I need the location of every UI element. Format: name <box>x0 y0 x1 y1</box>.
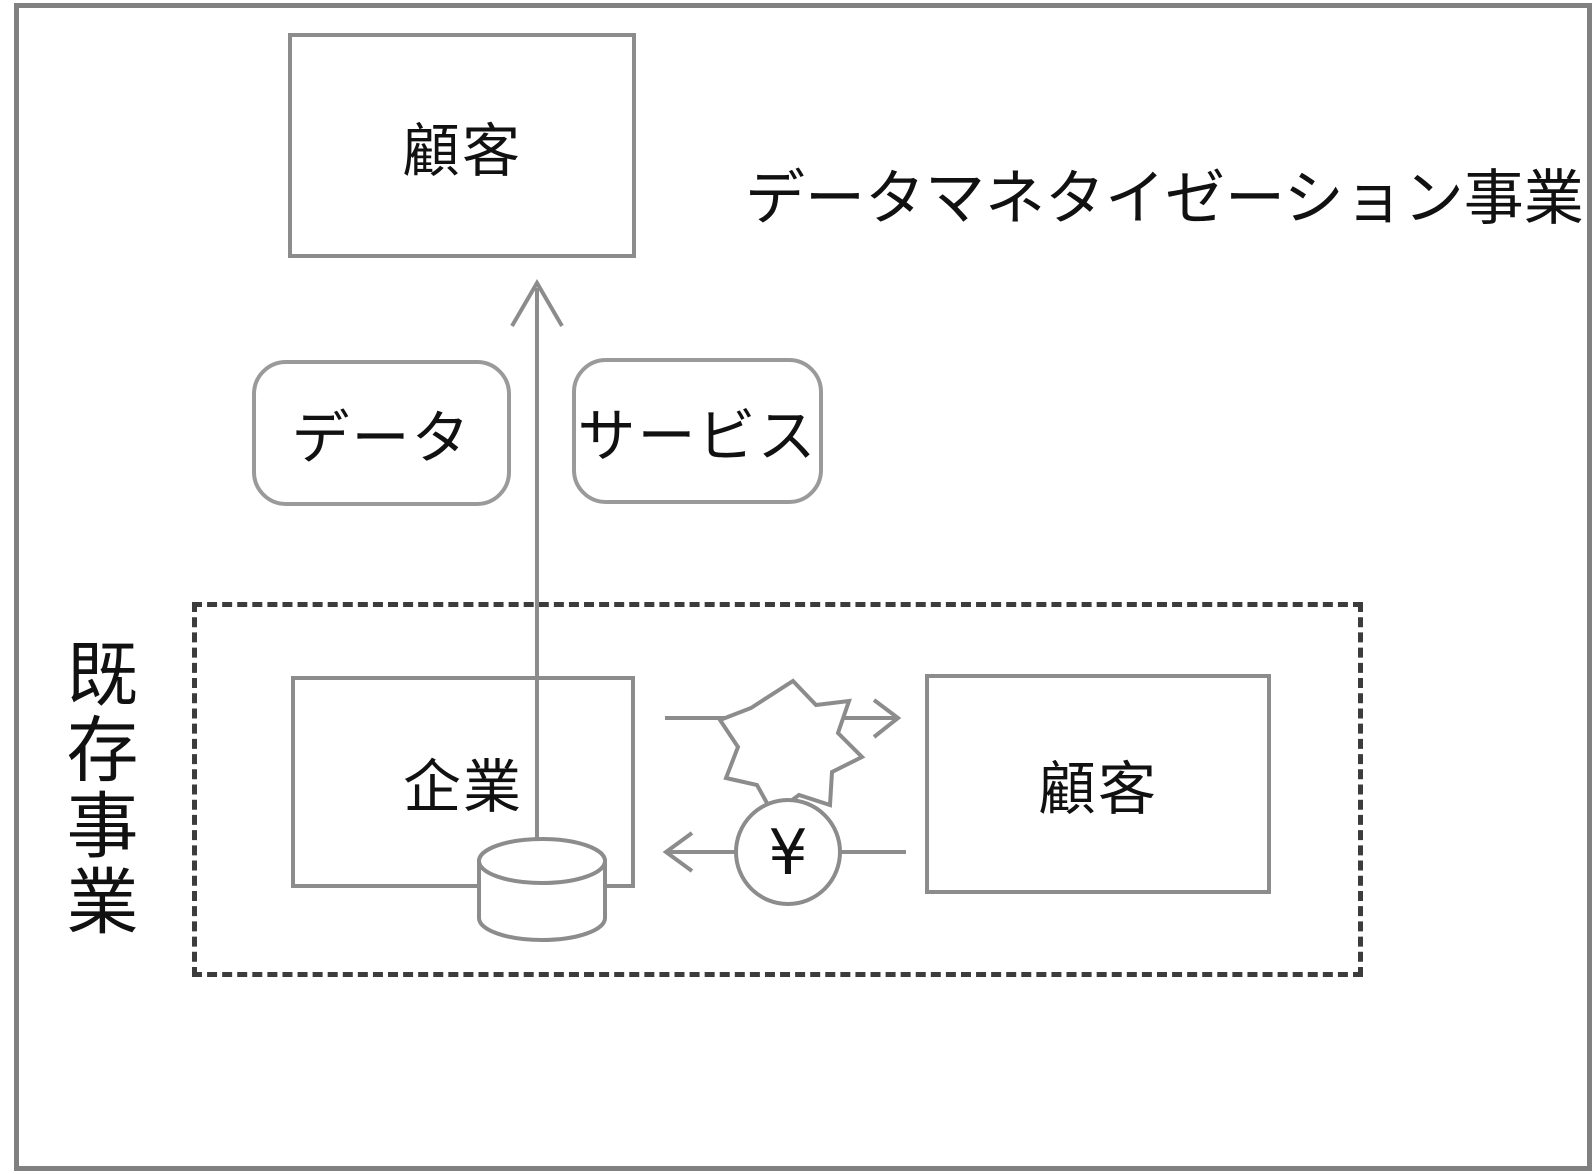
outer-frame <box>14 3 1592 1171</box>
node-service[interactable]: サービス <box>572 358 823 504</box>
node-company-label: 企業 <box>402 753 523 821</box>
existing-business-label: 既存事業 <box>54 636 138 940</box>
page-title: データマネタイゼーション事業 <box>745 164 1584 234</box>
node-customer-bottom[interactable]: 顧客 <box>925 674 1271 894</box>
yen-symbol: ¥ <box>768 815 808 889</box>
node-customer-top[interactable]: 顧客 <box>288 33 636 258</box>
node-data-label: データ <box>291 404 472 472</box>
node-data[interactable]: データ <box>252 360 511 506</box>
node-company[interactable]: 企業 <box>291 676 635 888</box>
node-customer-top-label: 顧客 <box>401 116 522 185</box>
node-customer-bottom-label: 顧客 <box>1037 755 1158 823</box>
node-service-label: サービス <box>577 402 818 470</box>
existing-business-region <box>192 602 1363 977</box>
